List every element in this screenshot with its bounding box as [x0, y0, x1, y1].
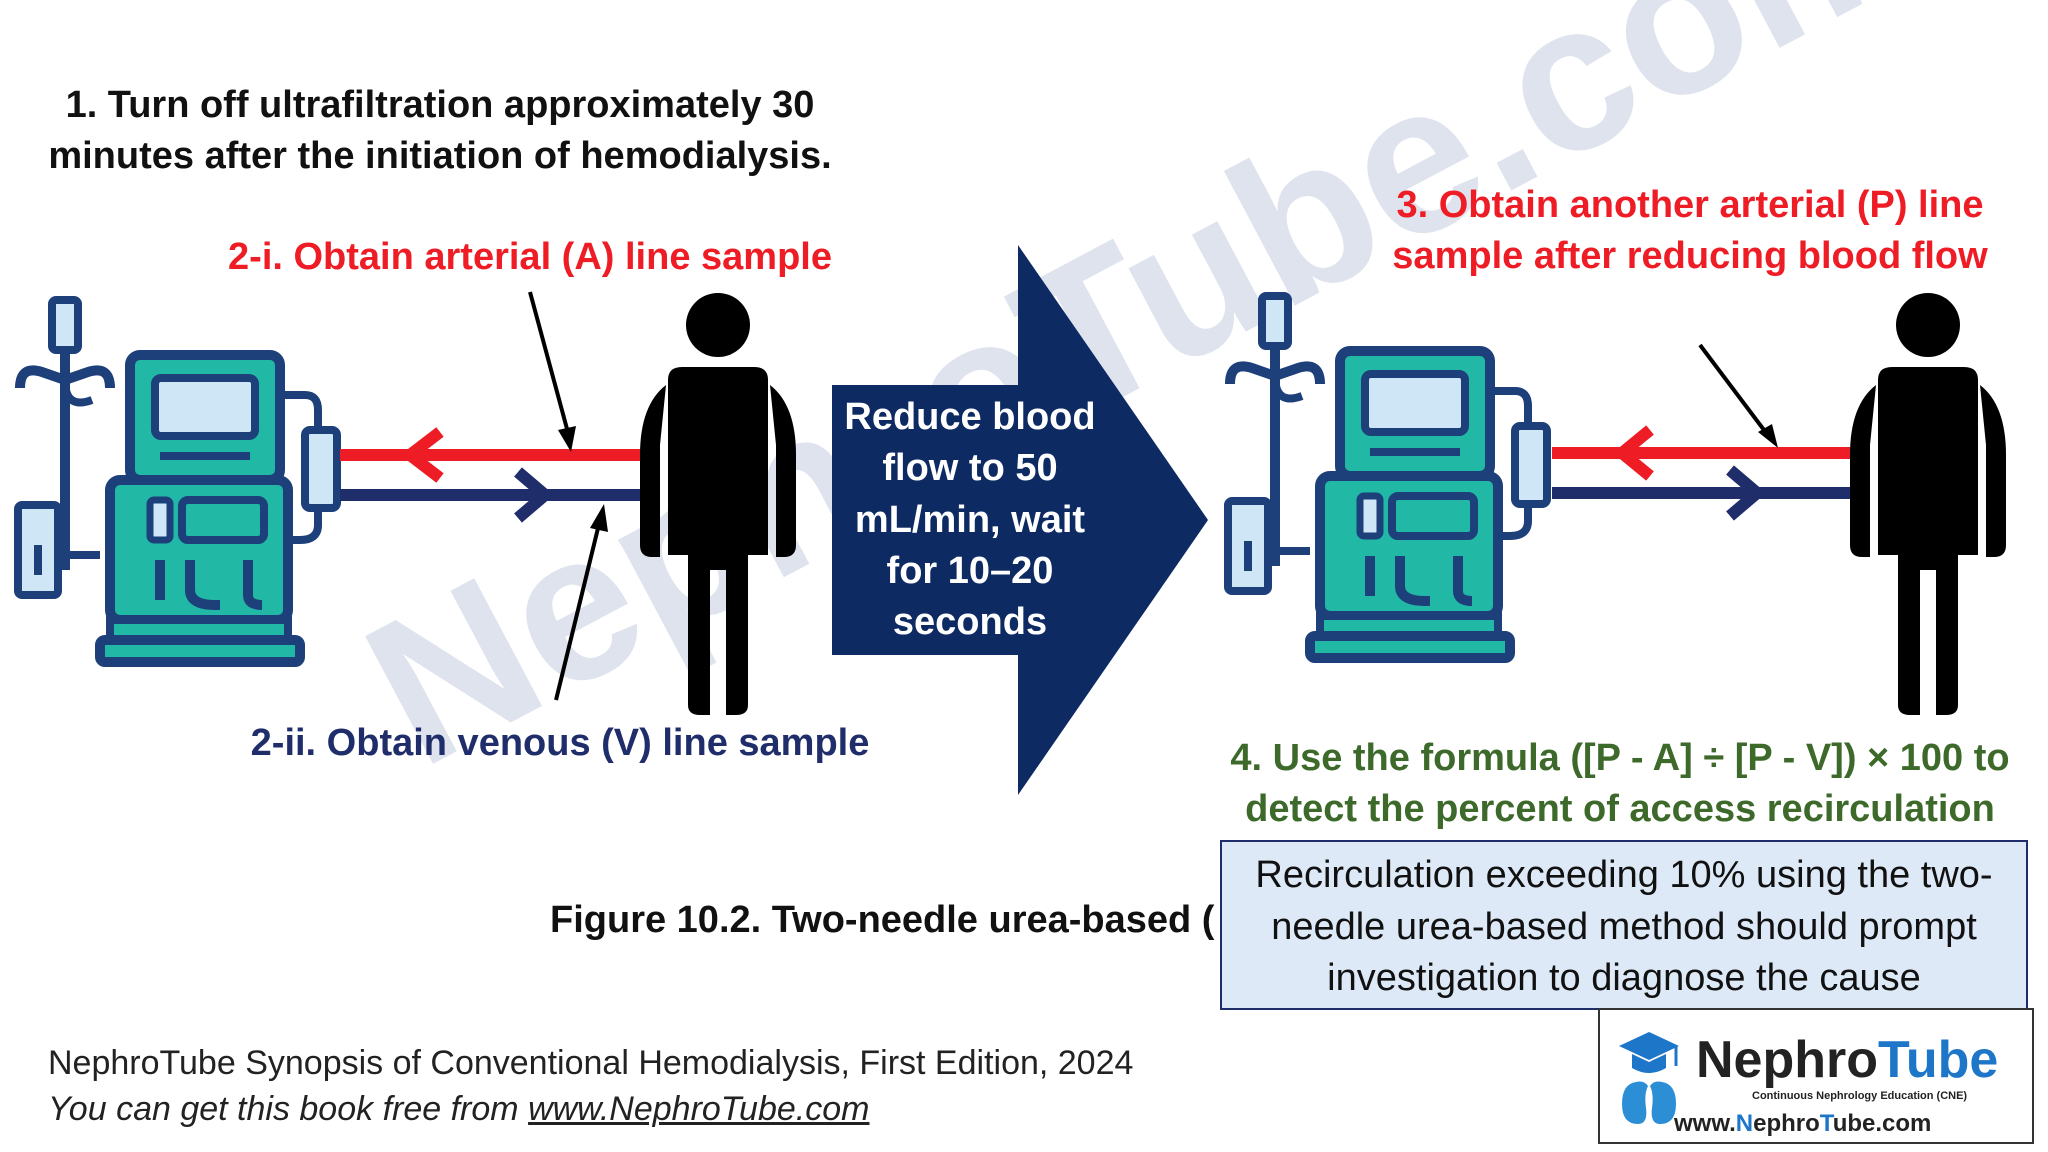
right-arterial-line: [1552, 447, 1857, 459]
process-arrow: [832, 245, 1208, 795]
footer-book-title: NephroTube Synopsis of Conventional Hemo…: [48, 1044, 1134, 1082]
step-4-formula-label: 4. Use the formula ([P - A] ÷ [P - V]) ×…: [1230, 737, 2010, 831]
left-dialysis-machine-icon: [18, 300, 337, 662]
right-venous-line: [1552, 487, 1857, 499]
left-arterial-line: [340, 449, 645, 461]
left-person-icon: [640, 293, 796, 715]
logo-subtitle: Continuous Nephrology Education (CNE): [1752, 1090, 1968, 1102]
footer-availability: You can get this book free from www.Neph…: [48, 1090, 869, 1129]
step-2ii-label: 2-ii. Obtain venous (V) line sample: [250, 722, 870, 764]
footer-prefix: You can get this book free from: [48, 1090, 529, 1128]
logo-url: www.NephroTube.com: [1674, 1110, 1932, 1137]
right-dialysis-machine-icon: [1228, 296, 1547, 658]
step-3-label: 3. Obtain another arterial (P) line samp…: [1392, 184, 1988, 278]
step-2i-label: 2-i. Obtain arterial (A) line sample: [228, 236, 832, 278]
figure-caption: Figure 10.2. Two-needle urea-based (: [550, 899, 1215, 941]
left-venous-line: [340, 489, 645, 501]
footer-website-link[interactable]: www.NephroTube.com: [528, 1090, 870, 1128]
right-person-icon: [1850, 293, 2006, 715]
nephrotube-logo: NephroTube Continuous Nephrology Educati…: [1598, 1008, 2034, 1144]
logo-name: NephroTube: [1696, 1031, 1999, 1089]
graduation-cap-icon: [1619, 1032, 1679, 1124]
step-1-label: 1. Turn off ultrafiltration approximatel…: [48, 84, 832, 177]
recirculation-note-box: Recirculation exceeding 10% using the tw…: [1220, 840, 2028, 1010]
arrow-instruction-text: Reduce blood flow to 50 mL/min, wait for…: [844, 396, 1096, 644]
